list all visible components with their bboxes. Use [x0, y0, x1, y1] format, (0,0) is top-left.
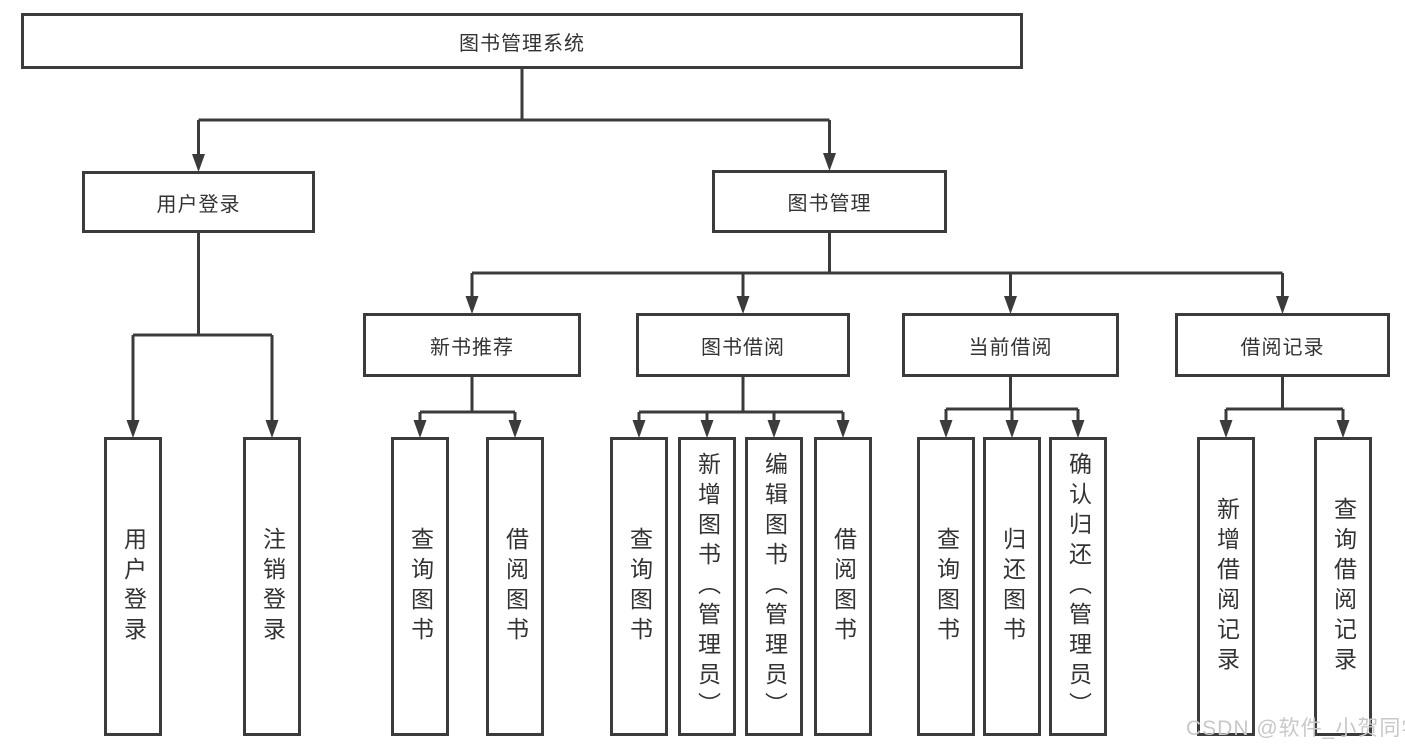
node-label-user-login: 用户登录: [156, 193, 241, 216]
node-leaf-logout: 注销登录: [243, 437, 301, 736]
arrowhead-icon: [836, 420, 850, 438]
node-label-borrow-records: 借阅记录: [1240, 336, 1325, 359]
node-label-leaf-borrow-book-1: 借阅图书: [502, 526, 529, 647]
node-label-leaf-confirm-return: 确认归还（管理员）: [1065, 451, 1092, 722]
node-user-login: 用户登录: [82, 171, 315, 233]
node-leaf-return-book: 归还图书: [983, 437, 1041, 736]
node-label-new-book-recommend: 新书推荐: [430, 336, 514, 359]
arrowhead-icon: [1336, 420, 1350, 438]
node-leaf-query-borrow-record: 查询借阅记录: [1314, 437, 1372, 736]
node-leaf-query-book-3: 查询图书: [917, 437, 975, 736]
arrowhead-icon: [126, 420, 140, 438]
node-leaf-query-book-1: 查询图书: [391, 437, 449, 736]
node-label-leaf-query-borrow-record: 查询借阅记录: [1330, 496, 1357, 677]
node-label-leaf-logout: 注销登录: [259, 526, 286, 647]
node-leaf-user-login: 用户登录: [104, 437, 162, 736]
node-label-leaf-user-login: 用户登录: [120, 526, 147, 647]
node-label-leaf-edit-book: 编辑图书（管理员）: [761, 451, 788, 722]
watermark-text: CSDN @软件_小贺同学: [1186, 717, 1405, 740]
arrowhead-icon: [736, 296, 750, 314]
node-new-book-recommend: 新书推荐: [363, 313, 581, 377]
node-label-root: 图书管理系统: [459, 32, 585, 55]
arrowhead-icon: [1071, 420, 1085, 438]
arrowhead-icon: [1219, 420, 1233, 438]
arrowhead-icon: [1005, 420, 1019, 438]
node-label-leaf-query-book-1: 查询图书: [407, 526, 434, 647]
arrowhead-icon: [1276, 296, 1289, 314]
arrowhead-icon: [700, 420, 714, 438]
node-leaf-borrow-book-2: 借阅图书: [814, 437, 872, 736]
node-current-borrow: 当前借阅: [902, 313, 1119, 377]
node-label-book-borrow: 图书借阅: [701, 336, 785, 359]
node-borrow-records: 借阅记录: [1175, 313, 1390, 377]
node-book-management: 图书管理: [712, 170, 947, 233]
arrowhead-icon: [767, 420, 781, 438]
node-book-borrow: 图书借阅: [636, 313, 850, 377]
arrowhead-icon: [192, 154, 205, 172]
node-label-current-borrow: 当前借阅: [968, 336, 1053, 359]
arrowhead-icon: [823, 153, 836, 171]
node-leaf-edit-book: 编辑图书（管理员）: [745, 437, 803, 736]
arrowhead-icon: [632, 420, 646, 438]
node-label-book-management: 图书管理: [787, 193, 872, 215]
arrowhead-icon: [465, 296, 479, 314]
node-leaf-add-borrow-record: 新增借阅记录: [1197, 437, 1255, 736]
node-leaf-query-book-2: 查询图书: [610, 437, 668, 736]
node-label-leaf-add-book: 新增图书（管理员）: [694, 451, 721, 722]
arrowhead-icon: [939, 420, 953, 438]
node-leaf-borrow-book-1: 借阅图书: [486, 437, 544, 736]
node-label-leaf-query-book-2: 查询图书: [626, 526, 653, 647]
node-leaf-add-book: 新增图书（管理员）: [678, 437, 736, 736]
node-label-leaf-query-book-3: 查询图书: [933, 526, 960, 647]
node-label-leaf-borrow-book-2: 借阅图书: [830, 526, 857, 647]
arrowhead-icon: [265, 420, 279, 438]
node-leaf-confirm-return: 确认归还（管理员）: [1049, 437, 1107, 736]
node-root: 图书管理系统: [21, 13, 1023, 69]
arrowhead-icon: [508, 420, 522, 438]
arrowhead-icon: [413, 420, 427, 438]
node-label-leaf-return-book: 归还图书: [999, 526, 1026, 647]
node-label-leaf-add-borrow-record: 新增借阅记录: [1213, 496, 1240, 677]
arrowhead-icon: [1004, 296, 1017, 314]
